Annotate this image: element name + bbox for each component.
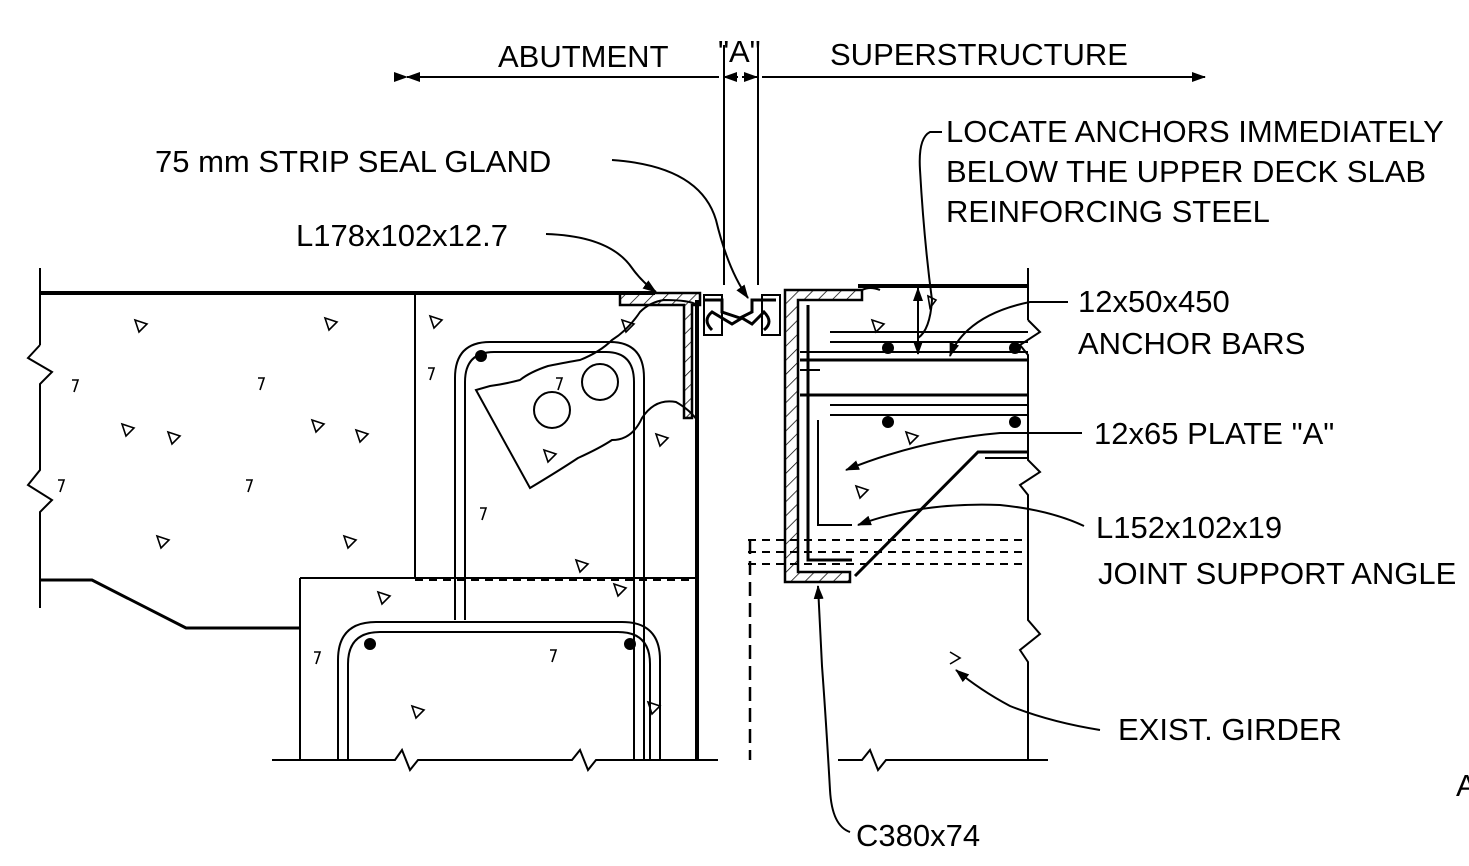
leader-lines — [545, 131, 1101, 833]
locate-anchors-line1: LOCATE ANCHORS IMMEDIATELY — [946, 114, 1444, 149]
strip-seal-gland — [703, 294, 781, 336]
abutment-backwall — [272, 300, 718, 772]
dimension-line-top — [394, 45, 1206, 285]
anchor-bars-line1: 12x50x450 — [1078, 284, 1230, 319]
concrete-aggregate-marks — [58, 294, 962, 720]
gap-a-label: "A" — [718, 34, 761, 69]
support-angle-line1: L152x102x19 — [1096, 510, 1282, 545]
plate-a-label: 12x65 PLATE "A" — [1094, 416, 1334, 451]
locate-anchors-line3: REINFORCING STEEL — [946, 194, 1270, 229]
locate-anchors-line2: BELOW THE UPPER DECK SLAB — [946, 154, 1426, 189]
strip-seal-label: 75 mm STRIP SEAL GLAND — [155, 144, 551, 179]
channel-label: C380x74 — [856, 818, 980, 853]
anchor-bars-line2: ANCHOR BARS — [1078, 326, 1305, 361]
joint-support-angle — [800, 369, 852, 526]
superstructure-label: SUPERSTRUCTURE — [830, 37, 1128, 72]
left-approach-slab — [26, 268, 655, 630]
channel-c380 — [783, 287, 881, 584]
existing-girder-label: EXIST. GIRDER — [1118, 712, 1342, 747]
support-angle-line2: JOINT SUPPORT ANGLE — [1098, 556, 1456, 591]
blockout-cutaway — [474, 298, 698, 490]
abutment-armor-angle — [618, 291, 702, 420]
abutment-label: ABUTMENT — [498, 39, 669, 74]
angle-top-label: L178x102x12.7 — [296, 218, 508, 253]
edge-fragment-label: A — [1456, 768, 1469, 803]
